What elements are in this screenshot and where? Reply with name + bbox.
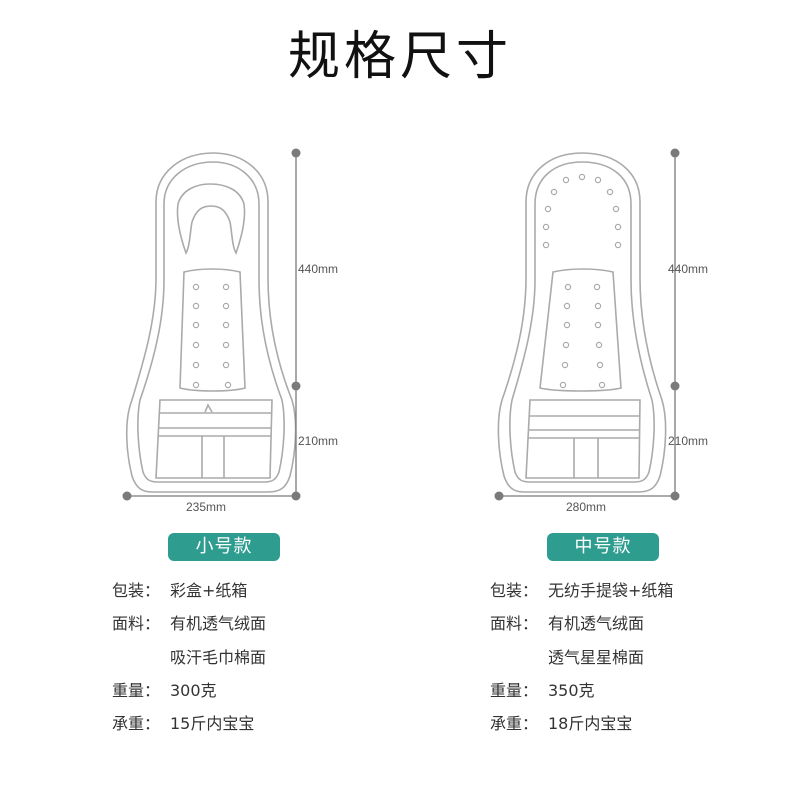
medium-dim-height-bottom: 210mm [668, 434, 709, 448]
medium-pad-head-holes [542, 173, 622, 249]
small-dim-point-mid [291, 381, 301, 391]
page-title: 规格尺寸 [287, 27, 512, 87]
small-pad-inner-outline [137, 161, 285, 483]
medium-spec-packaging: 包装：无纺手提袋+纸箱 [490, 581, 674, 600]
medium-dim-point-top [670, 148, 680, 158]
small-spec-weight: 重量：300克 [112, 681, 217, 700]
medium-dim-point-left [494, 491, 504, 501]
medium-size-badge: 中号款 [547, 533, 659, 561]
medium-pad-outer-outline [497, 152, 667, 493]
small-spec-fabric-2: 吸汗毛巾棉面 [170, 648, 267, 667]
medium-pad-illustration [497, 152, 667, 493]
small-pad-air-holes [192, 283, 232, 389]
small-dim-height-top: 440mm [298, 262, 339, 276]
small-pad-seat [155, 399, 273, 479]
small-dim-point-left [122, 491, 132, 501]
medium-dim-point-mid [670, 381, 680, 391]
small-pad-dimensions [122, 148, 301, 501]
medium-pad-mesh-panel [539, 268, 622, 392]
medium-dim-height-top: 440mm [668, 262, 709, 276]
medium-spec-weight: 重量：350克 [490, 681, 595, 700]
small-dim-width: 235mm [186, 500, 227, 514]
small-dim-point-top [291, 148, 301, 158]
medium-spec-fabric-2: 透气星星棉面 [548, 648, 645, 667]
medium-spec-fabric: 面料：有机透气绒面 [490, 614, 645, 633]
small-spec-fabric: 面料：有机透气绒面 [112, 614, 267, 633]
small-dim-height-bottom: 210mm [298, 434, 339, 448]
medium-dim-width: 280mm [566, 500, 607, 514]
small-spec-packaging: 包装：彩盒+纸箱 [112, 581, 248, 600]
small-pad-outer-outline [125, 152, 297, 493]
small-size-badge: 小号款 [168, 533, 280, 561]
medium-pad-seat [525, 399, 641, 479]
small-pad-illustration [125, 152, 297, 493]
medium-pad-dimensions [494, 148, 680, 501]
medium-spec-capacity: 承重：18斤内宝宝 [490, 714, 633, 733]
medium-pad-air-holes [559, 283, 606, 389]
small-spec-capacity: 承重：15斤内宝宝 [112, 714, 255, 733]
small-pad-mesh-panel [179, 268, 246, 392]
medium-pad-inner-outline [509, 161, 655, 483]
small-pad-head-pillow [176, 183, 246, 255]
